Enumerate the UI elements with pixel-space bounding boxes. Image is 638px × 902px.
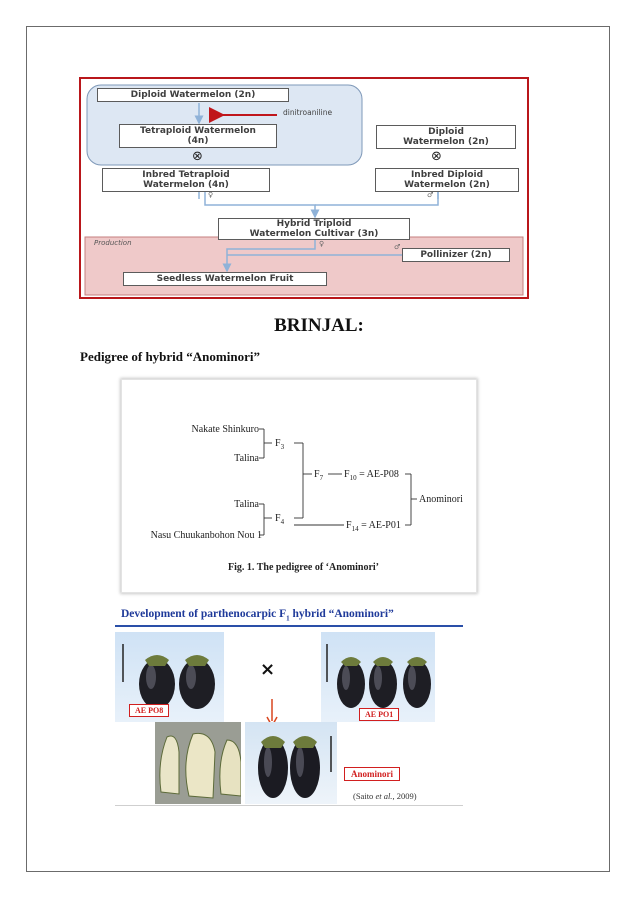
- ae-po8-label: AE PO8: [129, 704, 170, 717]
- female-symbol-icon-bottom: ♀: [319, 240, 325, 248]
- tetraploid-watermelon-box: Tetraploid Watermelon (4n): [119, 124, 277, 148]
- anominori-fruit-photo: [245, 722, 337, 804]
- photo-figure-title: Development of parthenocarpic F1 hybrid …: [121, 608, 394, 623]
- generation-f10-ae-p08: F10 = AE-P08: [344, 469, 399, 482]
- pollinizer-box: Pollinizer (2n): [402, 248, 510, 262]
- figure-bottom-rule: [115, 805, 463, 806]
- female-symbol-icon-left: ♀: [208, 191, 214, 199]
- inbred-diploid-box: Inbred Diploid Watermelon (2n): [375, 168, 519, 192]
- cross-icon: ×: [260, 659, 276, 680]
- hybrid-triploid-box: Hybrid Triploid Watermelon Cultivar (3n): [218, 218, 410, 240]
- generation-f4: F4: [275, 513, 285, 526]
- parent-nakate-shinkuro: Nakate Shinkuro: [192, 424, 260, 435]
- anominori-label: Anominori: [344, 767, 401, 781]
- eggplant-trio-right-image: [326, 644, 431, 708]
- eggplant-pair-left-image: [122, 644, 215, 709]
- male-symbol-icon-bottom: ♂: [394, 243, 401, 251]
- pedigree-caption: Fig. 1. The pedigree of ‘Anominori’: [228, 562, 379, 573]
- hybrid-anominori: Anominori: [419, 494, 463, 505]
- diploid-watermelon-box: Diploid Watermelon (2n): [97, 88, 289, 102]
- generation-f3: F3: [275, 438, 285, 451]
- section-heading: BRINJAL:: [274, 315, 364, 336]
- parent-nasu-chuukanbohon: Nasu Chuukanbohon Nou 1: [151, 530, 262, 541]
- watermelon-breeding-figure: Diploid Watermelon (2n) dinitroaniline T…: [79, 77, 529, 299]
- self-cross-icon-right: ⊗: [431, 149, 442, 164]
- citation: (Saito et al., 2009): [353, 791, 417, 801]
- parent-talina-2: Talina: [234, 499, 259, 510]
- pedigree-figure: Nakate Shinkuro Talina Talina Nasu Chuuk…: [121, 379, 477, 593]
- diploid-watermelon-right-box: Diploid Watermelon (2n): [376, 125, 516, 149]
- pedigree-diagram: Nakate Shinkuro Talina Talina Nasu Chuuk…: [151, 424, 463, 573]
- cut-fruit-photo: [155, 722, 242, 804]
- inbred-tetraploid-box: Inbred Tetraploid Watermelon (4n): [102, 168, 270, 192]
- seedless-slices-image: [155, 722, 242, 804]
- ae-po1-label: AE PO1: [359, 708, 400, 721]
- generation-f14-ae-p01: F14 = AE-P01: [346, 520, 401, 533]
- anominori-eggplants-image: [258, 736, 332, 798]
- ae-po1-photo: AE PO1: [321, 632, 435, 722]
- anominori-development-figure: Development of parthenocarpic F1 hybrid …: [115, 607, 463, 807]
- production-region: [84, 236, 524, 296]
- pedigree-subheading: Pedigree of hybrid “Anominori”: [80, 349, 260, 364]
- page-border: [26, 26, 610, 872]
- production-label: Production: [94, 239, 132, 247]
- seedless-fruit-box: Seedless Watermelon Fruit: [123, 272, 327, 286]
- dinitroaniline-label: dinitroaniline: [283, 108, 333, 117]
- generation-f7: F7: [314, 469, 324, 482]
- title-underline: [115, 625, 463, 627]
- ae-po8-photo: AE PO8: [115, 632, 224, 722]
- parent-talina-1: Talina: [234, 453, 259, 464]
- self-cross-icon-left: ⊗: [192, 149, 203, 164]
- male-symbol-icon-right: ♂: [427, 191, 434, 199]
